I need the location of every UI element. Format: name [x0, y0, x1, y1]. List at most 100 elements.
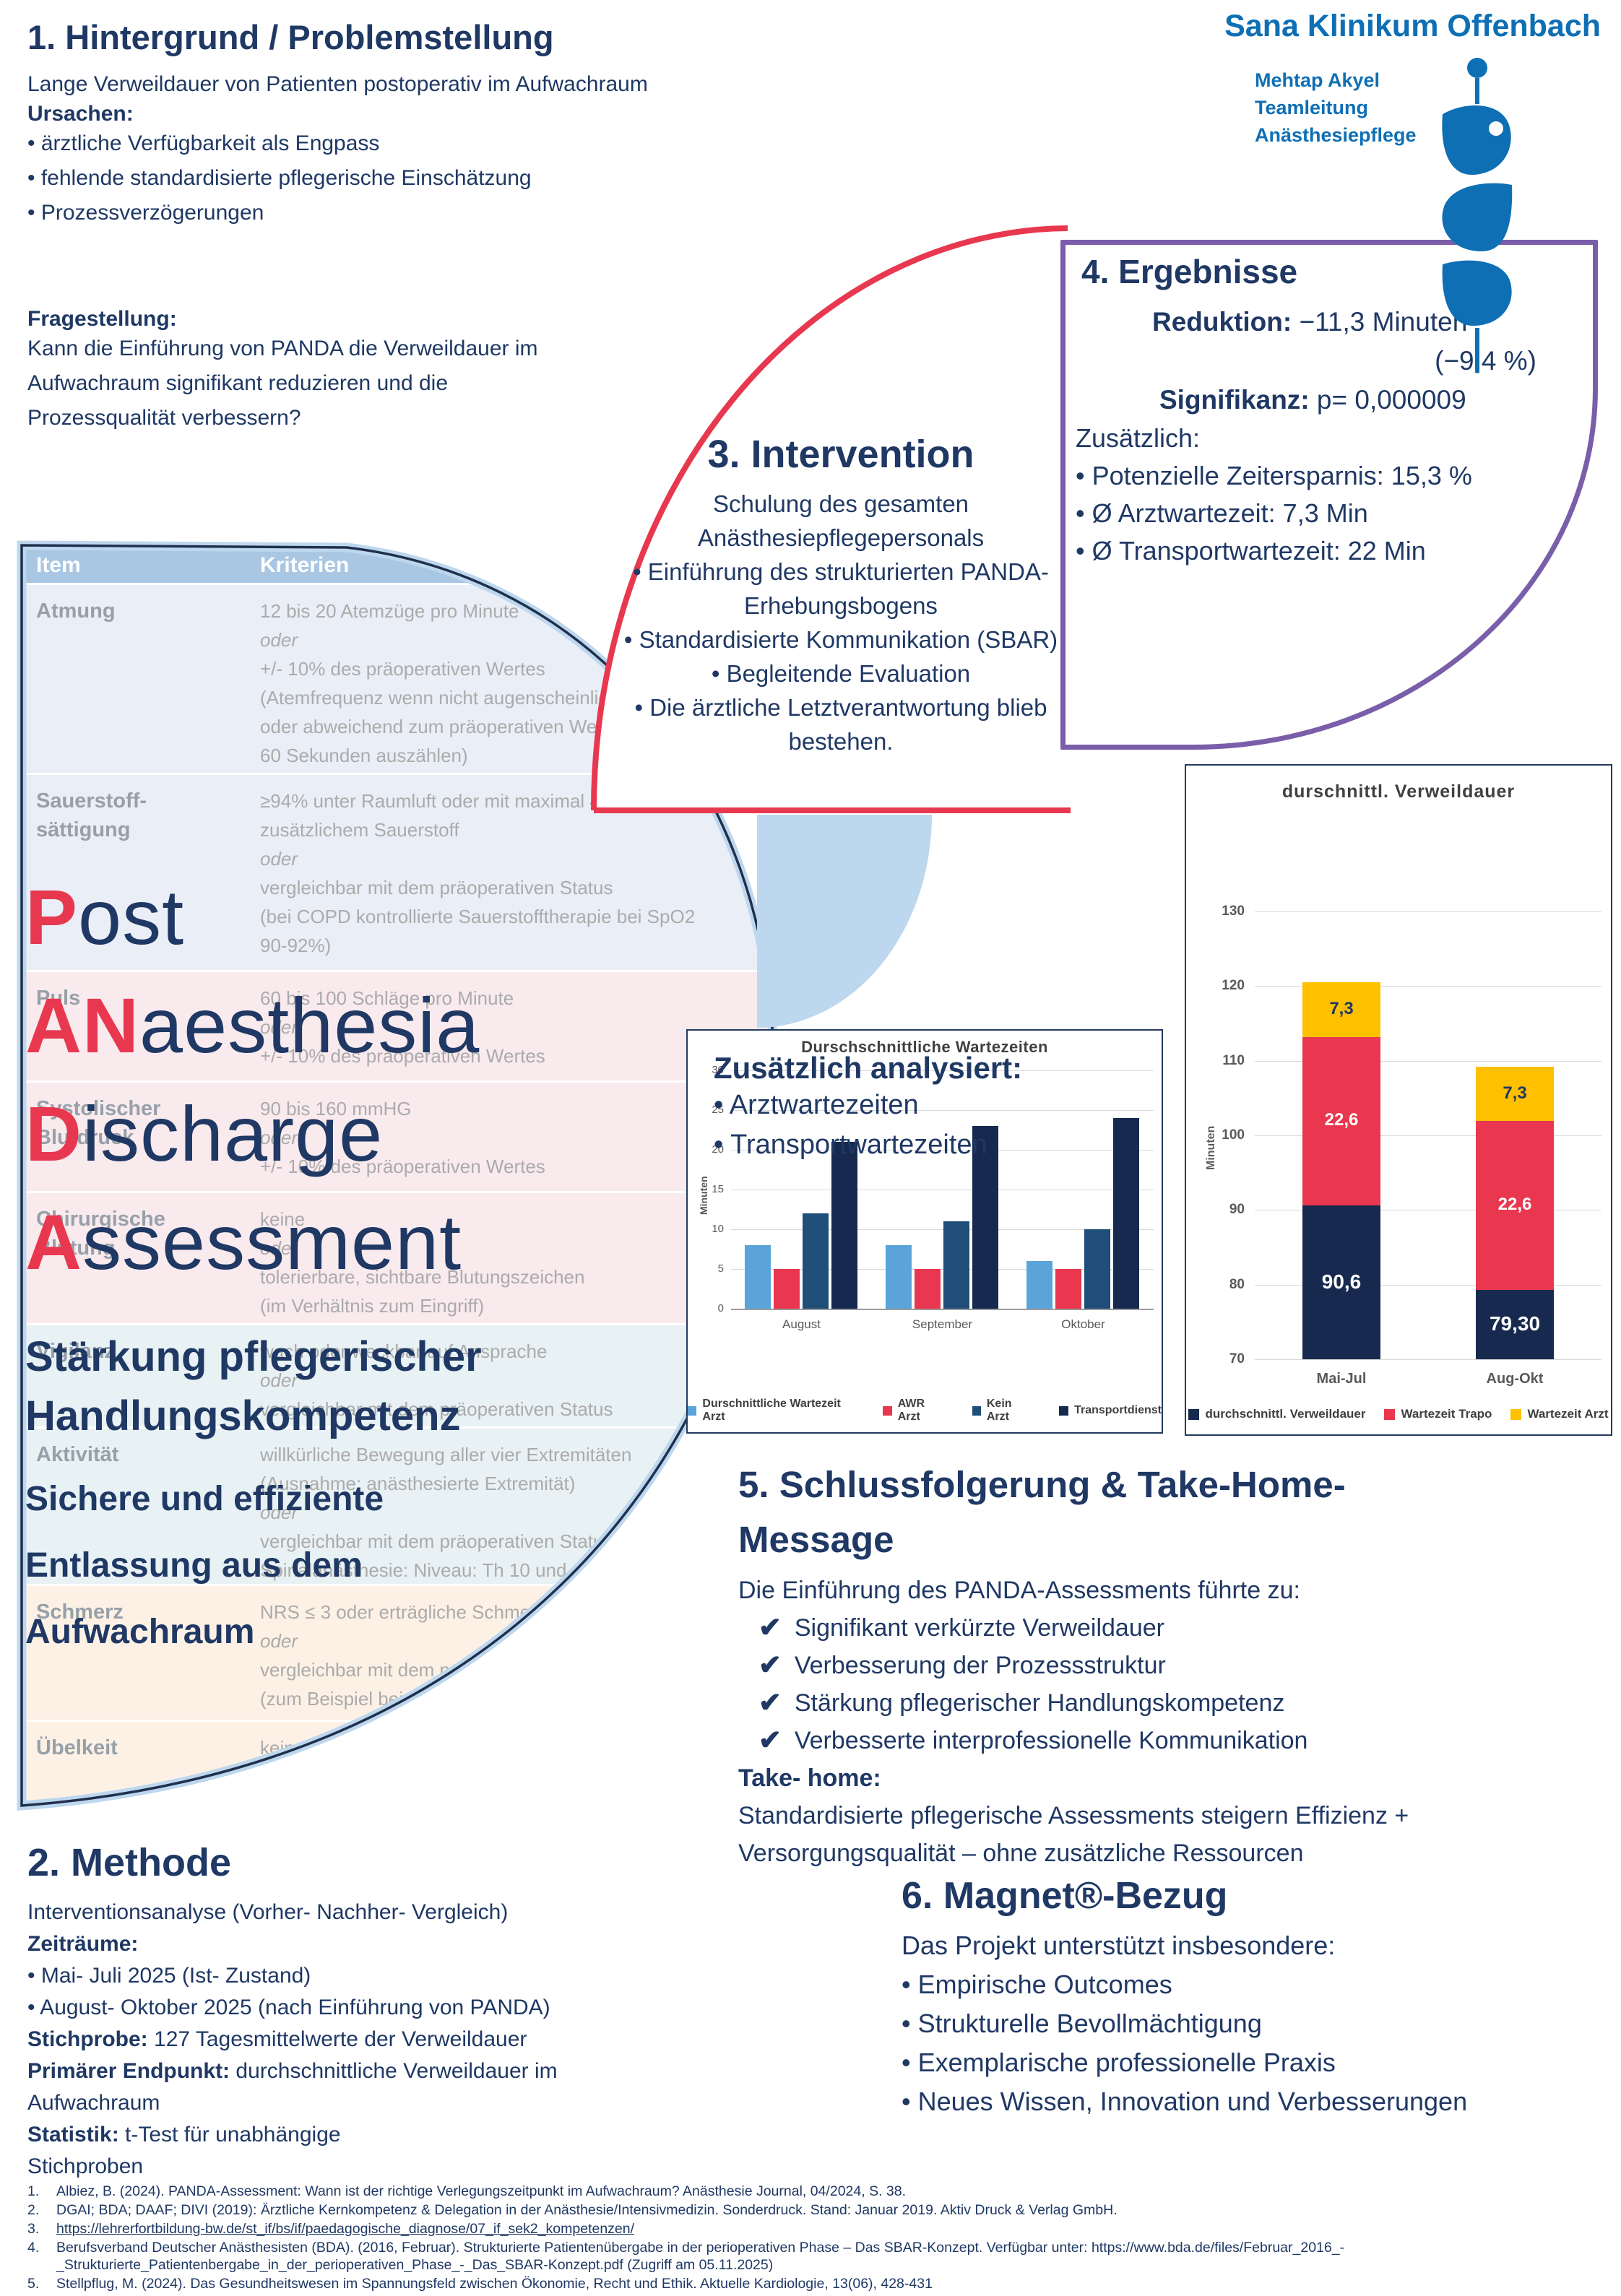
- segment-value-label: 22,6: [1497, 1195, 1532, 1215]
- chart-title: Durschschnittliche Wartezeiten: [801, 1038, 1048, 1056]
- methode-text: • August- Oktober 2025 (nach Einführung …: [27, 1996, 550, 2019]
- takehome-label: Take- home:: [738, 1764, 881, 1792]
- methode-label: Zeiträume:: [27, 1932, 139, 1956]
- panda-accent-letter: AN: [25, 982, 139, 1069]
- magnet-bullet: • Neues Wissen, Innovation und Verbesser…: [902, 2087, 1468, 2116]
- check-text: Verbesserung der Prozessstruktur: [794, 1652, 1166, 1679]
- reference-number: 6.: [22, 2294, 56, 2296]
- table-row: Systolischer Blutdruck 90 bis 160 mmHG ode…: [22, 1083, 816, 1193]
- methode-label: Stichprobe:: [27, 2027, 148, 2051]
- zusatz-label: Zusätzlich:: [1076, 423, 1201, 453]
- criteria-line: oder: [260, 1630, 298, 1652]
- legend-item: Wartezeit Arzt: [1510, 1407, 1609, 1421]
- references: 1.Albiez, B. (2024). PANDA-Assessment: W…: [22, 2183, 1604, 2296]
- y-tick-label: 100: [1222, 1127, 1245, 1143]
- bar: [1113, 1118, 1139, 1309]
- criteria-line: willkürliche Bewegung aller vier Extremi…: [260, 1444, 632, 1465]
- y-tick-label: 130: [1222, 904, 1245, 919]
- intervention-line: • Einführung des strukturierten PANDA-: [633, 558, 1049, 585]
- methode-line: • August- Oktober 2025 (nach Einführung …: [27, 1992, 735, 2024]
- reference-number: 4.: [27, 2240, 40, 2256]
- y-tick-label: 25: [712, 1104, 724, 1116]
- check-text: Verbesserte interprofessionelle Kommunik…: [794, 1727, 1308, 1754]
- stacked-bar-segment: [1302, 1205, 1380, 1359]
- legend-swatch: [1059, 1405, 1069, 1416]
- gridline: [1255, 1060, 1601, 1062]
- criteria-line: 60 Sekunden auszählen): [260, 745, 468, 766]
- criteria-line: vergleichbar mit dem präoperativen Statu…: [260, 1398, 613, 1420]
- frage-line: Kann die Einführung von PANDA die Verwei…: [27, 337, 538, 360]
- methode-line: • Mai- Juli 2025 (Ist- Zustand): [27, 1960, 735, 1992]
- intervention-line: • Begleitende Evaluation: [711, 660, 971, 687]
- legend-item: Kein Arzt: [972, 1398, 1035, 1424]
- panda-rest-text: ischarge: [82, 1090, 384, 1177]
- table-item-cell: Systolischer Blutdruck: [36, 1097, 161, 1149]
- intervention-line: Erhebungsbogens: [744, 592, 938, 619]
- signifikanz-line: Signifikanz: p= 0,000009: [1159, 381, 1593, 420]
- segment-value-label: 7,3: [1329, 998, 1354, 1018]
- criteria-line: oder: [260, 1127, 298, 1148]
- reference-text: Albiez, B. (2024). PANDA-Assessment: Wan…: [56, 2183, 907, 2199]
- overlay-title: Zusätzlich analysiert:: [714, 1051, 1023, 1085]
- bar: [886, 1245, 912, 1309]
- methode-line: Zeiträume:: [27, 1928, 735, 1960]
- legend-label: durchschnittl. Verweildauer: [1205, 1407, 1366, 1421]
- gridline: [731, 1269, 1154, 1270]
- gridline: [1255, 911, 1601, 912]
- check-item: ✔Signifikant verkürzte Verweildauer: [758, 1609, 1605, 1647]
- reference-item: 1.Albiez, B. (2024). PANDA-Assessment: W…: [22, 2183, 1604, 2200]
- overlay-bullet: • Transportwartezeiten: [714, 1130, 987, 1160]
- reduktion-value: −11,3 Minuten: [1292, 307, 1468, 337]
- criteria-line: wach oder weckbar auf Ansprache: [260, 1340, 548, 1362]
- section-hintergrund: 1. Hintergrund / Problemstellung Lange V…: [27, 17, 858, 436]
- gridline: [731, 1070, 1154, 1071]
- frage-label: Fragestellung:: [27, 307, 177, 331]
- reference-number: 2.: [27, 2202, 40, 2218]
- section5-title-line2: Message: [738, 1519, 894, 1560]
- x-category-label: August: [782, 1317, 821, 1331]
- section-schlussfolgerung: 5. Schlussfolgerung & Take-Home- Message…: [738, 1457, 1605, 1872]
- bar: [803, 1213, 829, 1309]
- segment-value-label: 7,3: [1503, 1083, 1527, 1103]
- tagline2-line: Aufwachraum: [25, 1613, 255, 1651]
- ursachen-list: • ärztliche Verfügbarkeit als Engpass• f…: [27, 126, 858, 230]
- y-tick-label: 20: [712, 1143, 724, 1156]
- table-item-cell: Aktivität: [36, 1443, 119, 1466]
- signifikanz-value: p= 0,000009: [1309, 385, 1466, 415]
- criteria-line: +/- 10% des präoperativen Wertes: [260, 1156, 545, 1177]
- criteria-line: oder: [260, 629, 298, 651]
- x-category-label: Aug-Okt: [1486, 1371, 1544, 1387]
- y-tick-label: 15: [712, 1183, 724, 1195]
- criteria-line: +/- 10% des präoperativen Wertes: [260, 1045, 545, 1067]
- methode-text: t-Test für unabhängige: [118, 2123, 341, 2146]
- table-item-cell: Puls: [36, 987, 81, 1010]
- methode-line: Aufwachraum: [27, 2087, 735, 2119]
- gridline: [1255, 986, 1601, 987]
- table-item-cell: Chirurgische Blutung: [36, 1208, 165, 1260]
- table-criteria-cell: 90 bis 160 mmHG oder +/- 10% des präoperat…: [238, 1083, 816, 1191]
- legend-swatch: [883, 1405, 892, 1416]
- legend-swatch: [972, 1405, 981, 1416]
- reference-link[interactable]: https://lehrerfortbildung-bw.de/st_if/bs…: [56, 2221, 635, 2237]
- magnet-bullet: • Strukturelle Bevollmächtigung: [902, 2009, 1262, 2038]
- magnet-bullet: • Empirische Outcomes: [902, 1970, 1172, 1999]
- y-tick-label: 90: [1229, 1202, 1245, 1218]
- criteria-line: 90 bis 160 mmHG: [260, 1098, 412, 1119]
- frage-lines: Kann die Einführung von PANDA die Verwei…: [27, 332, 858, 436]
- y-axis-label: Minuten: [1205, 1125, 1217, 1170]
- y-tick-label: 80: [1229, 1276, 1245, 1292]
- panda-acronym-line: Post: [25, 863, 480, 971]
- criteria-line: 60 bis 100 Schläge pro Minute: [260, 987, 514, 1009]
- panda-accent-letter: A: [25, 1198, 82, 1286]
- legend-swatch: [1384, 1408, 1396, 1420]
